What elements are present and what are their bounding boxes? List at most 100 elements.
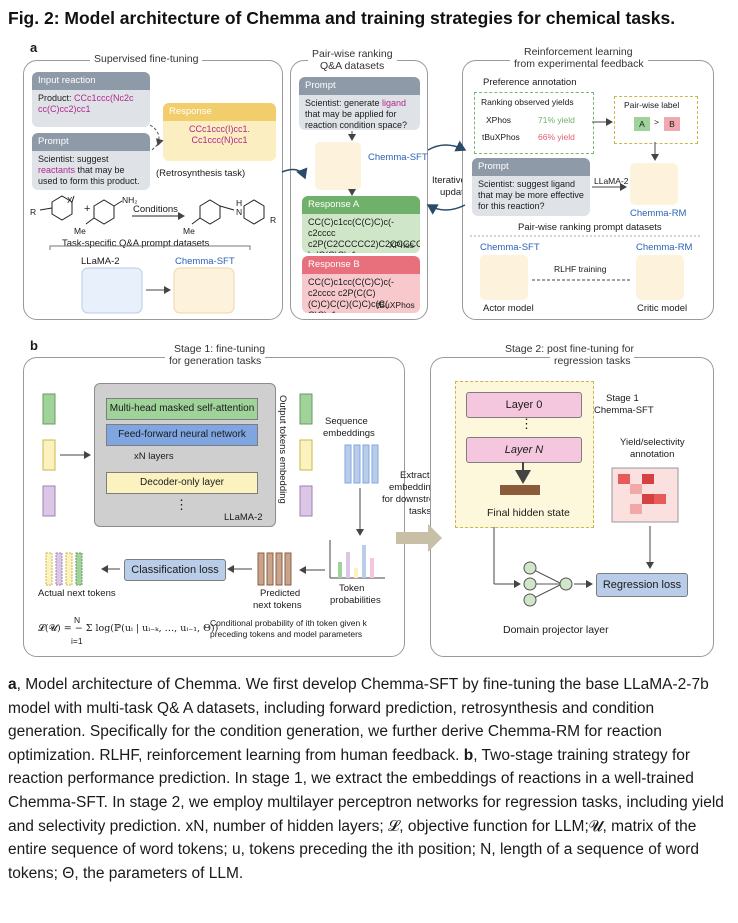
decoder-layer: Decoder-only layer: [106, 472, 258, 494]
critic-top-label: Chemma-RM: [636, 242, 693, 253]
sft-response-card: Response CCc1ccc(I)cc1. Cc1ccc(N)cc1: [163, 103, 276, 161]
pair-a-chip: A: [634, 117, 650, 131]
seq-emb-label-2: embeddings: [323, 428, 375, 439]
final-hidden-label: Final hidden state: [487, 507, 570, 519]
product-r-label: R: [270, 215, 277, 225]
pref-heading: Preference annotation: [483, 77, 577, 88]
sequence-embedding-bars: [344, 444, 379, 484]
prompt-to-response-link: [151, 139, 163, 151]
reactant-nh2-label: NH₂: [122, 195, 138, 205]
iterative-arrow-bottom: [426, 204, 466, 215]
output-token-columns: [299, 393, 313, 517]
rl-heading-2: from experimental feedback: [510, 58, 648, 71]
pairwise-model-box: [315, 142, 361, 190]
panel-b-letter: b: [30, 338, 38, 353]
iteratively-label: Iteratively: [432, 175, 473, 186]
sft-response-header: Response: [163, 103, 276, 121]
product-n-label: N: [236, 207, 243, 217]
rlhf-label: RLHF training: [554, 264, 607, 274]
predicted-token-bars: [257, 552, 292, 586]
figure-caption: a, Model architecture of Chemma. We firs…: [8, 673, 730, 885]
transfer-arrow: [396, 524, 442, 552]
ranking-box: [474, 92, 594, 154]
ranking-row2-yield: 66% yield: [538, 132, 575, 142]
response-a-name: XPhos: [389, 240, 415, 250]
iterative-arrow-top: [427, 140, 467, 152]
ranking-row1-name: XPhos: [486, 115, 512, 125]
pairwise-prompt-pre: Scientist: generate: [305, 98, 383, 108]
formula-desc-1: Conditional probability of ith token giv…: [210, 618, 367, 628]
response-a-smiles: CC(C)c1cc(C(C)C)c(-c2cccc c2P(C2CCCCC2)C…: [308, 217, 420, 253]
stage1-heading-1: Stage 1: fine-tuning: [170, 343, 270, 356]
ranking-row1-yield: 71% yield: [538, 115, 575, 125]
pairwise-prompt-header: Prompt: [299, 77, 420, 95]
sft-prompt-card: Prompt Scientist: suggest reactants that…: [32, 133, 150, 190]
pairwise-prompt-card: Prompt Scientist: generate ligand that m…: [299, 77, 420, 130]
rl-heading-1: Reinforcement learning: [520, 46, 637, 59]
reactant2-structure: [85, 199, 123, 225]
critic-label: Critic model: [637, 303, 688, 314]
token-prob-label-1: Token: [339, 583, 365, 594]
extract-label-1: Extract: [400, 470, 430, 481]
figure-title: Fig. 2: Model architecture of Chemma and…: [8, 8, 676, 28]
pairwise-prompt-line2: that may be applied for: [305, 109, 397, 119]
attention-layer: Multi-head masked self-attention: [106, 398, 258, 420]
input-reaction-header: Input reaction: [32, 72, 150, 90]
response-b-header: Response B: [302, 256, 420, 274]
input-reaction-card: Input reaction Product: CCc1ccc(Nc2c cc(…: [32, 72, 150, 127]
classification-loss-box: Classification loss: [124, 559, 226, 581]
rl-prompt-text: Scientist: suggest ligand that may be mo…: [478, 179, 584, 211]
pairwise-heading-1: Pair-wise ranking: [308, 48, 397, 61]
extract-label-4: tasks: [409, 506, 432, 517]
formula-desc-2: preceding tokens and model parameters: [210, 629, 363, 639]
response-a-header: Response A: [302, 196, 420, 214]
projector-label: Domain projector layer: [503, 624, 609, 636]
sft-prompt-highlight: reactants: [38, 165, 76, 175]
predicted-label-2: next tokens: [253, 600, 302, 611]
sft-prompt-header: Prompt: [32, 133, 150, 151]
token-prob-label-2: probabilities: [330, 595, 381, 606]
caption-b-letter: b: [463, 746, 474, 764]
predicted-label-1: Predicted: [260, 588, 301, 599]
product-me-label: Me: [183, 226, 195, 236]
critic-network-box: [636, 255, 684, 300]
llama-label: LLaMA-2: [81, 256, 120, 267]
layer-dots: ⋮: [520, 416, 533, 431]
xn-layers-label: xN layers: [134, 451, 174, 462]
annotation-heatmap: [611, 467, 679, 523]
datasets-bracket: [49, 245, 251, 250]
sft-prompt-line1: Scientist: suggest: [38, 154, 109, 164]
input-reaction-smiles: CCc1ccc(Nc2c cc(C)cc2)cc1: [38, 93, 134, 114]
stage1-llama-label: LLaMA-2: [224, 512, 263, 523]
pairwise-model-label: Chemma-SFT: [368, 152, 428, 163]
actor-label: Actor model: [483, 303, 534, 314]
token-probability-chart: [329, 540, 385, 579]
actor-network-box: [480, 255, 528, 300]
actual-tokens-label: Actual next tokens: [38, 588, 116, 599]
response-b-name: tBuXPhos: [377, 300, 415, 310]
caption-a-letter: a: [8, 676, 17, 693]
extract-label-3: for downstream: [382, 494, 448, 505]
chemma-network-box: [173, 267, 235, 314]
rl-prompt-card: Prompt Scientist: suggest ligand that ma…: [472, 158, 590, 216]
rl-datasets-label: Pair-wise ranking prompt datasets: [518, 222, 662, 233]
input-reaction-prefix: Product:: [38, 93, 75, 103]
pair-gt: >: [654, 117, 659, 127]
formula-sum-bottom: i=1: [71, 636, 83, 646]
response-b-card: Response B CC(C)c1cc(C(C)C)c(-c2cccc c2P…: [302, 256, 420, 313]
llama-network-box: [81, 267, 143, 314]
ranking-title: Ranking observed yields: [481, 97, 574, 107]
stage2-heading-1: Stage 2: post fine-tuning for: [501, 343, 638, 356]
update-label: update: [440, 187, 470, 198]
reactant-r-label: R: [30, 207, 37, 217]
product-structure: [191, 199, 265, 225]
reactant-x-label: X: [67, 195, 73, 205]
extract-label-2: embeddings: [389, 482, 441, 493]
rl-llama-label: LLaMA-2: [594, 176, 629, 186]
chemma-sft-label: Chemma-SFT: [175, 256, 235, 267]
decoder-dots: ⋮: [175, 497, 188, 512]
ranking-row2-name: tBuXPhos: [482, 132, 520, 142]
projector-mlp: [523, 561, 573, 607]
layer-n-box: Layer N: [466, 437, 582, 463]
